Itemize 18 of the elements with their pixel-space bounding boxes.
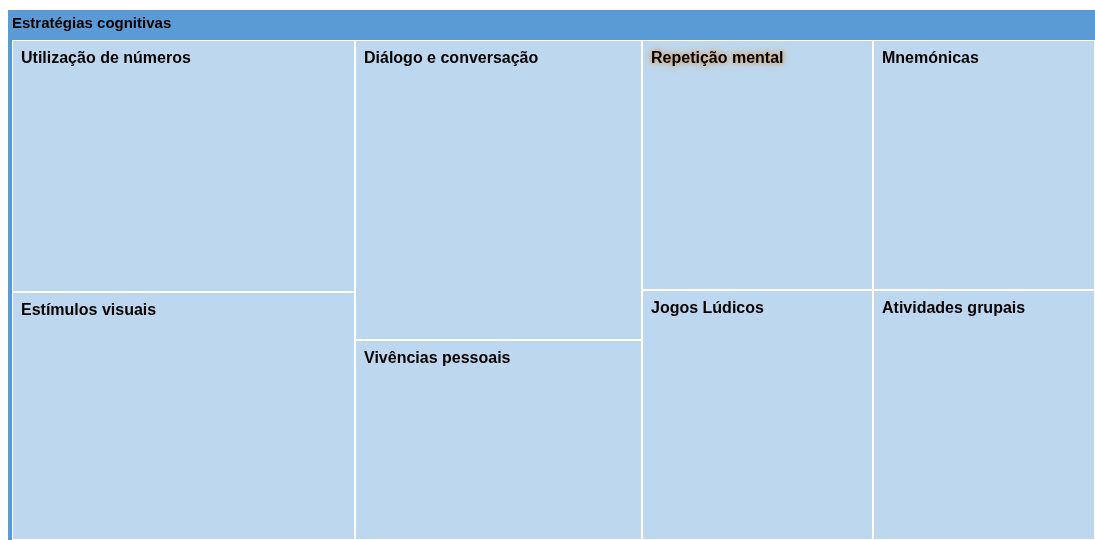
treemap-panel xyxy=(8,10,1095,540)
cell-label: Mnemónicas xyxy=(882,49,979,67)
cell-label: Vivências pessoais xyxy=(364,349,511,367)
cell-label: Atividades grupais xyxy=(882,299,1026,317)
treemap-cell xyxy=(12,40,355,292)
treemap-cell xyxy=(642,290,873,540)
cell-label: Utilização de números xyxy=(21,49,191,67)
cell-label: Estímulos visuais xyxy=(21,301,157,319)
treemap-cell xyxy=(355,340,642,540)
treemap-cell xyxy=(12,292,355,540)
treemap-cell xyxy=(873,290,1095,540)
cell-label: Diálogo e conversação xyxy=(364,49,539,67)
treemap-cell xyxy=(642,40,873,290)
treemap-cell xyxy=(355,40,642,340)
cell-label: Repetição mental xyxy=(651,49,784,67)
panel-heading: Estratégias cognitivas xyxy=(12,14,172,31)
treemap-cell xyxy=(873,40,1095,290)
cell-label: Jogos Lúdicos xyxy=(651,299,764,317)
